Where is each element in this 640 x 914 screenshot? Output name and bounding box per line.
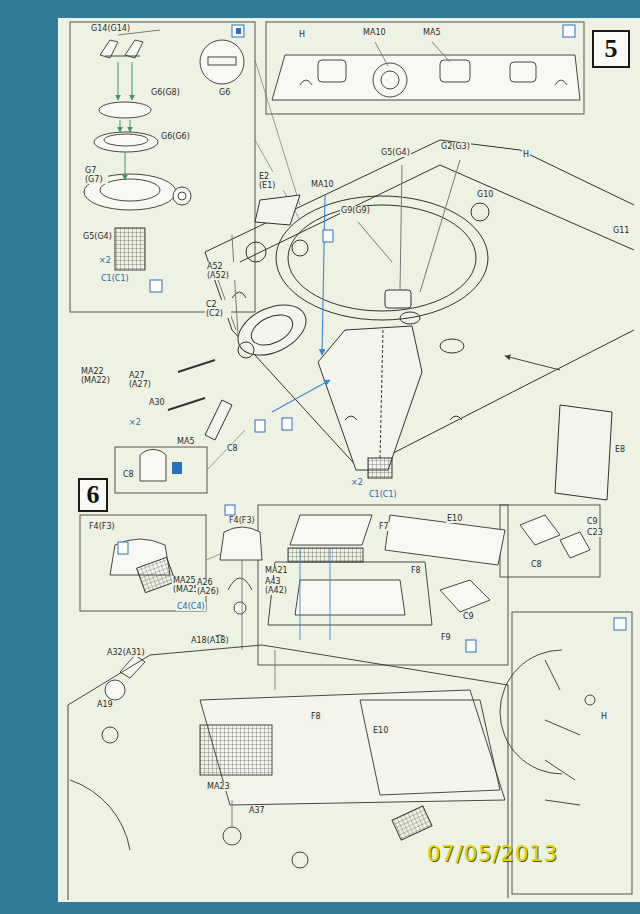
part-number: H [600,712,608,721]
part-number: C9 [462,612,475,621]
part-number: G14(G14) [90,24,131,33]
part-number: G6 [218,88,231,97]
part-number: G6(G8) [150,88,181,97]
part-number: C23 [586,528,604,537]
date-stamp: 07/05/2013 [426,842,559,866]
rear-deck-view [68,645,595,900]
part-number: MA10 [310,180,335,189]
step-number: 6 [87,480,100,510]
part-number: H [298,30,306,39]
part-number: G2(G3) [440,142,471,151]
part-number: C8 [122,470,135,479]
exhaust-parts [105,527,262,700]
light-part [140,449,182,481]
part-number: C1(C1) [368,490,398,499]
part-number: H [522,150,530,159]
part-number: G11 [612,226,630,235]
blue-leaders [272,195,330,412]
part-number: F9 [440,633,452,642]
part-number: MA5 [422,28,441,37]
part-number: F8 [310,712,322,721]
part-number: E2 (E1) [258,172,284,190]
part-number: A52 (A52) [206,262,236,280]
part-number: A27 (A27) [128,371,156,389]
paper-sheet [58,18,640,902]
part-number: G5(G4) [82,232,113,241]
part-number: C8 [530,560,543,569]
part-number: A32(A31) [106,648,146,657]
part-number: ×2 [98,256,112,265]
inset-pointers [206,60,500,560]
part-number: MA10 [362,28,387,37]
hull-top-view [272,42,580,100]
part-number: A19 [96,700,114,709]
part-number: C8 [226,444,239,453]
step-number-box: 6 [78,478,108,512]
part-number: MA21 [264,566,289,575]
part-number: E10 [372,726,389,735]
paint-icons [118,25,626,652]
part-number: MA22 (MA22) [80,367,116,385]
part-number: C2 (C2) [205,300,231,318]
step-number-box: 5 [592,30,630,68]
part-number: F7 [378,522,390,531]
part-number: F4(F3) [88,522,116,531]
part-number: A43 (A42) [264,577,290,595]
part-number: MA23 [206,782,231,791]
part-number: ×2 [350,478,364,487]
part-number: E10 [446,514,463,523]
part-number: F4(F3) [228,516,256,525]
part-number: ×2 [128,418,142,427]
part-number: E8 [614,445,626,454]
part-number: F8 [410,566,422,575]
part-number: G9(G9) [340,206,371,215]
part-number: C1(C1) [100,274,130,283]
part-number: MA5 [176,437,195,446]
part-number: C4(C4) [176,602,206,611]
part-number: A30 [148,398,166,407]
panel-frames [70,22,632,894]
part-number: G6(G6) [160,132,191,141]
part-number: G5(G4) [380,148,411,157]
step-number: 5 [605,34,618,64]
hull-main-view [168,140,634,500]
part-number: C9 [586,517,599,526]
grille-panel [268,515,590,640]
part-number: G7 (G7) [84,166,108,184]
part-number: A18(A18) [190,636,230,645]
part-number: G10 [476,190,494,199]
part-number: A37 [248,806,266,815]
assembly-arrows [118,30,160,180]
part-number: A26 (A26) [196,578,224,596]
